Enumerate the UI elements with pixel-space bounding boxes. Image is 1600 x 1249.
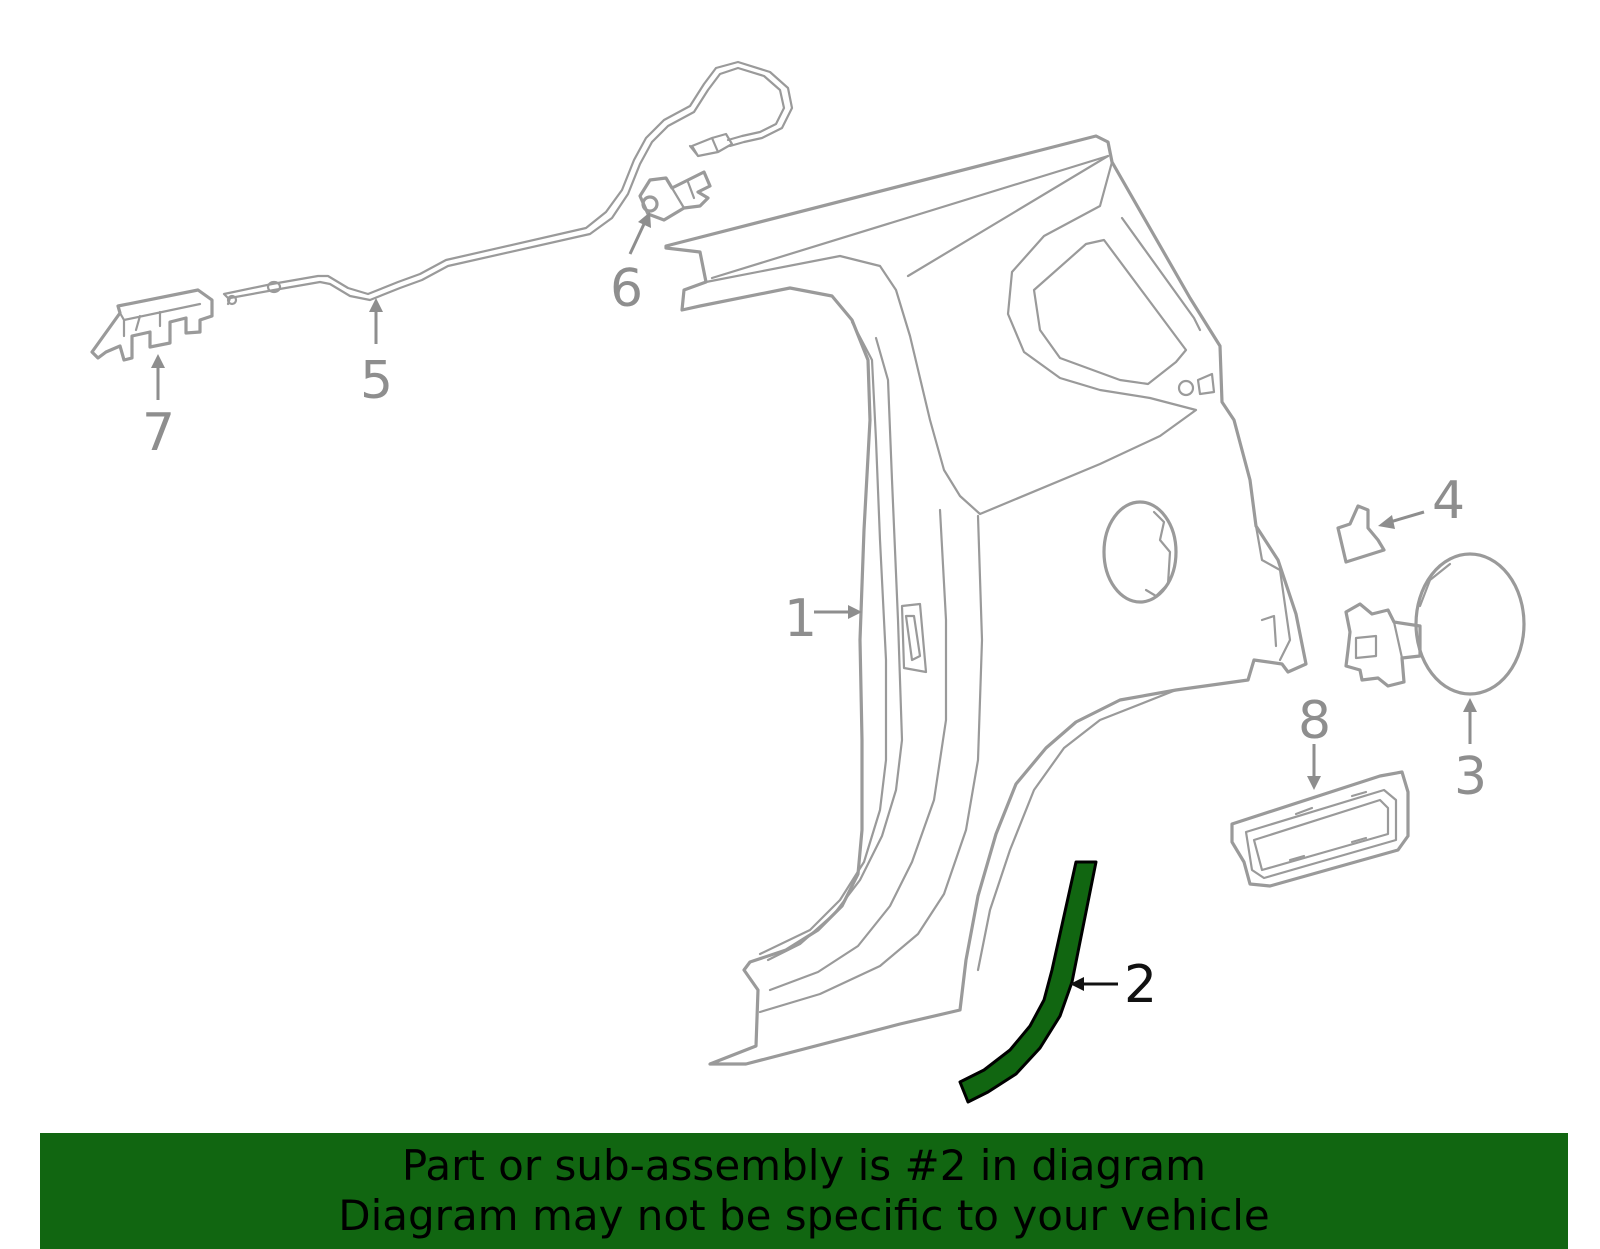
callout-2: 2	[1124, 955, 1157, 1015]
part-4-clip	[1336, 504, 1386, 564]
leader-3	[1463, 698, 1477, 744]
leader-8	[1307, 744, 1321, 790]
callout-6: 6	[610, 259, 643, 319]
leader-7	[151, 354, 165, 400]
callout-4: 4	[1432, 471, 1465, 531]
callout-7: 7	[142, 403, 175, 463]
leader-4	[1378, 510, 1425, 529]
part-8-filler-housing	[1230, 770, 1410, 888]
part-3-fuel-door	[1344, 552, 1526, 696]
part-5-release-cable	[222, 60, 794, 306]
banner-line-1: Part or sub-assembly is #2 in diagram	[401, 1141, 1207, 1190]
leader-6	[628, 212, 651, 255]
info-banner: Part or sub-assembly is #2 in diagram Di…	[40, 1133, 1568, 1249]
part-7-release-handle	[90, 288, 214, 362]
part-1-quarter-panel	[664, 134, 1308, 1066]
leader-1	[814, 605, 862, 619]
callout-8: 8	[1298, 691, 1331, 751]
callout-3: 3	[1454, 747, 1487, 807]
callout-1: 1	[784, 589, 817, 649]
leader-5	[369, 298, 383, 344]
leader-2	[1070, 977, 1118, 991]
part-6-cable-clip	[638, 170, 712, 222]
callout-5: 5	[360, 351, 393, 411]
banner-line-2: Diagram may not be specific to your vehi…	[338, 1191, 1270, 1240]
part-2-highlighted-strip	[958, 860, 1098, 1104]
